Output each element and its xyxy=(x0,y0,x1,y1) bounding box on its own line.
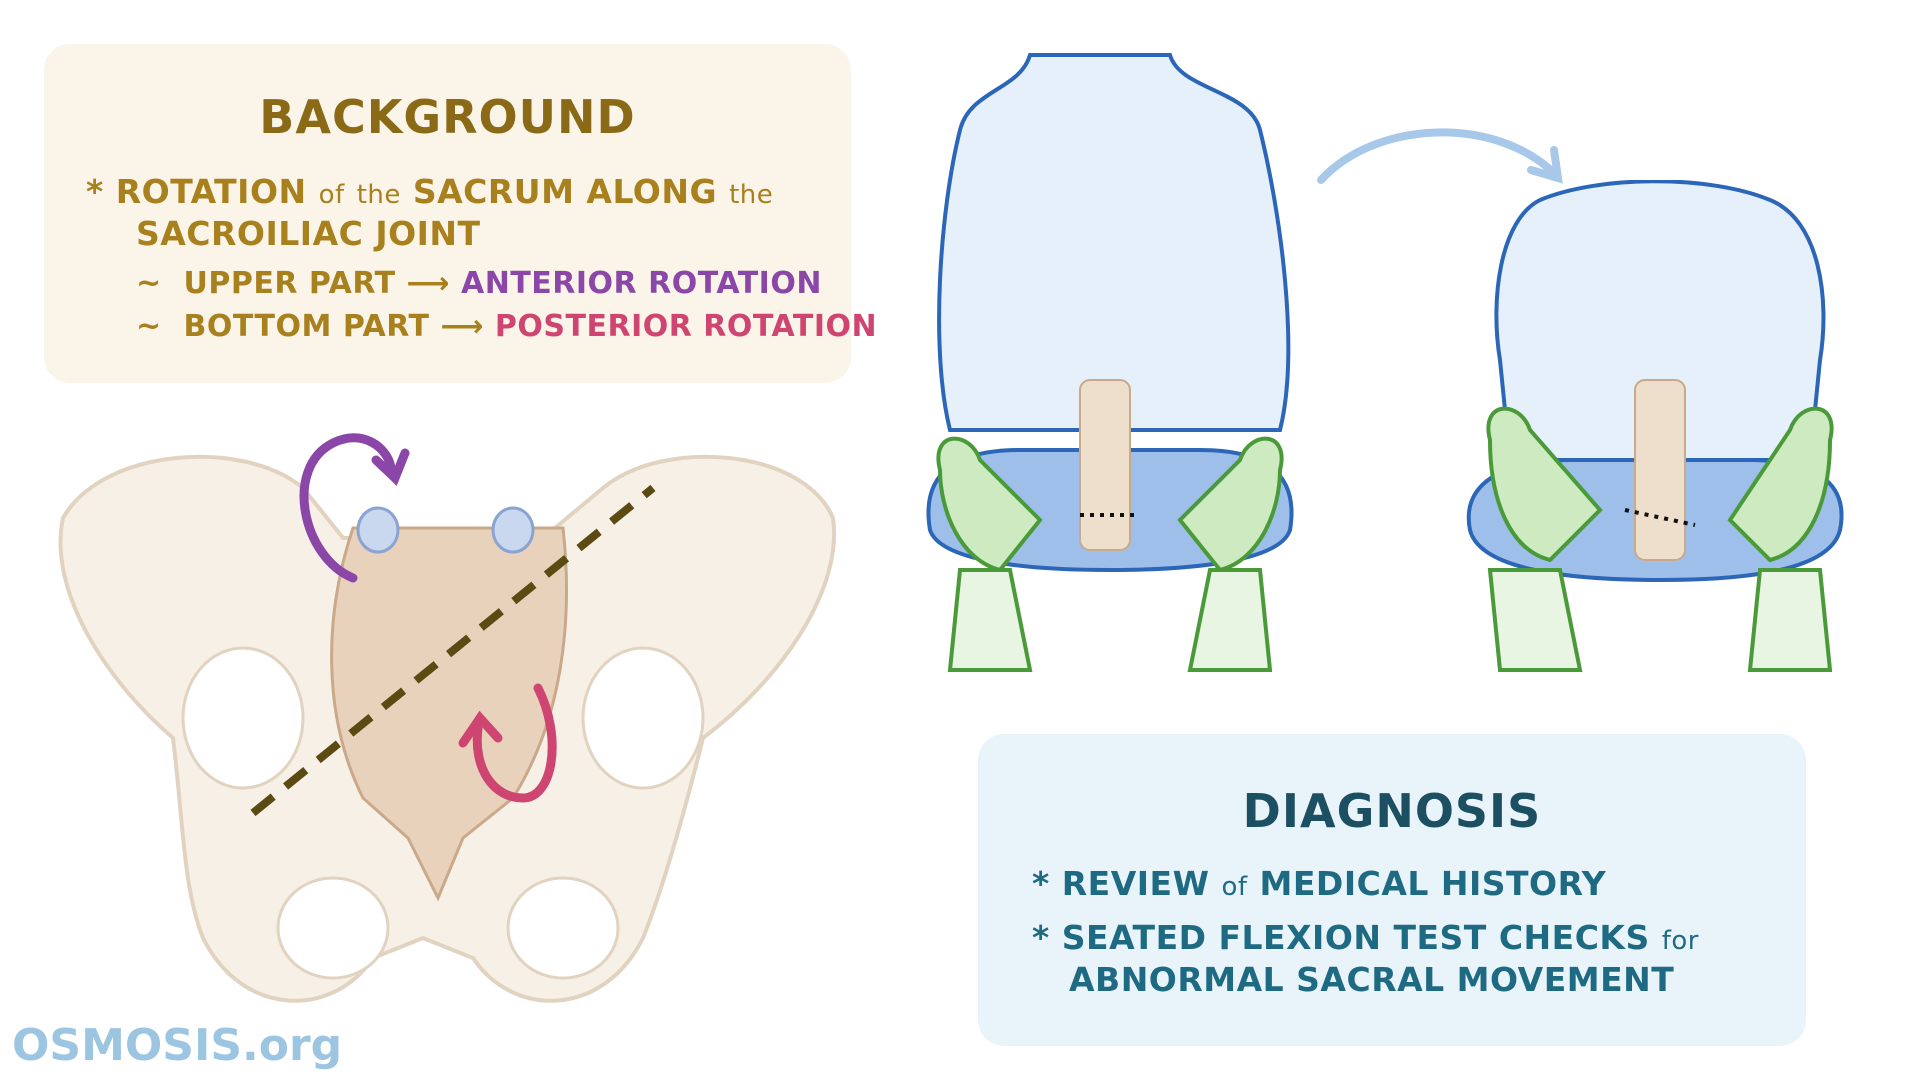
bullet-icon: * xyxy=(1032,864,1050,903)
posterior-rotation: POSTERIOR ROTATION xyxy=(494,309,878,344)
text: SEATED FLEXION TEST xyxy=(1061,918,1487,957)
arrow-right-icon: ⟶ xyxy=(440,309,484,344)
diagnosis-title: DIAGNOSIS xyxy=(1242,784,1542,838)
bullet-icon: * xyxy=(86,172,104,211)
text: REVIEW xyxy=(1061,864,1210,903)
upper-part-line: ~ UPPER PART ⟶ ANTERIOR ROTATION xyxy=(136,266,822,301)
text: ROTATION xyxy=(115,172,307,211)
bullet-icon: * xyxy=(1032,918,1050,957)
seated-patient-upright-illustration xyxy=(926,53,1294,672)
text: MEDICAL HISTORY xyxy=(1259,864,1607,903)
pelvis-illustration xyxy=(58,433,837,1003)
text: of xyxy=(1221,872,1248,902)
osmosis-logo: OSMOSIS.org xyxy=(12,1010,342,1080)
text: the xyxy=(729,180,774,210)
arrow-right-icon: ⟶ xyxy=(406,266,451,301)
tilde: ~ xyxy=(136,266,162,301)
background-title: BACKGROUND xyxy=(259,90,636,144)
bottom-part-line: ~ BOTTOM PART ⟶ POSTERIOR ROTATION xyxy=(136,309,877,344)
text: the xyxy=(356,180,401,210)
text: of xyxy=(318,180,345,210)
bottom-part-label: BOTTOM PART xyxy=(183,309,430,344)
seated-patient-flexed-illustration xyxy=(1466,180,1844,672)
background-bullet-1: * ROTATION of the SACRUM ALONG the xyxy=(86,172,773,211)
diagnosis-item-1: * REVIEW of MEDICAL HISTORY xyxy=(1032,864,1606,903)
upper-part-label: UPPER PART xyxy=(183,266,396,301)
text: CHECKS xyxy=(1498,918,1650,957)
tilde: ~ xyxy=(136,309,162,344)
background-panel: BACKGROUND * ROTATION of the SACRUM ALON… xyxy=(44,44,877,383)
text: SACRUM ALONG xyxy=(412,172,718,211)
text: for xyxy=(1661,926,1699,956)
diagnosis-item-2: * SEATED FLEXION TEST CHECKS for xyxy=(1032,918,1699,957)
background-line-2: SACROILIAC JOINT xyxy=(136,214,481,253)
logo-text: OSMOSIS.org xyxy=(12,1019,343,1071)
diagnosis-panel: DIAGNOSIS * REVIEW of MEDICAL HISTORY * … xyxy=(978,734,1806,1046)
diagnosis-item-2-cont: ABNORMAL SACRAL MOVEMENT xyxy=(1069,960,1675,999)
anterior-rotation: ANTERIOR ROTATION xyxy=(461,266,822,301)
rotation-arrow xyxy=(1317,128,1563,184)
